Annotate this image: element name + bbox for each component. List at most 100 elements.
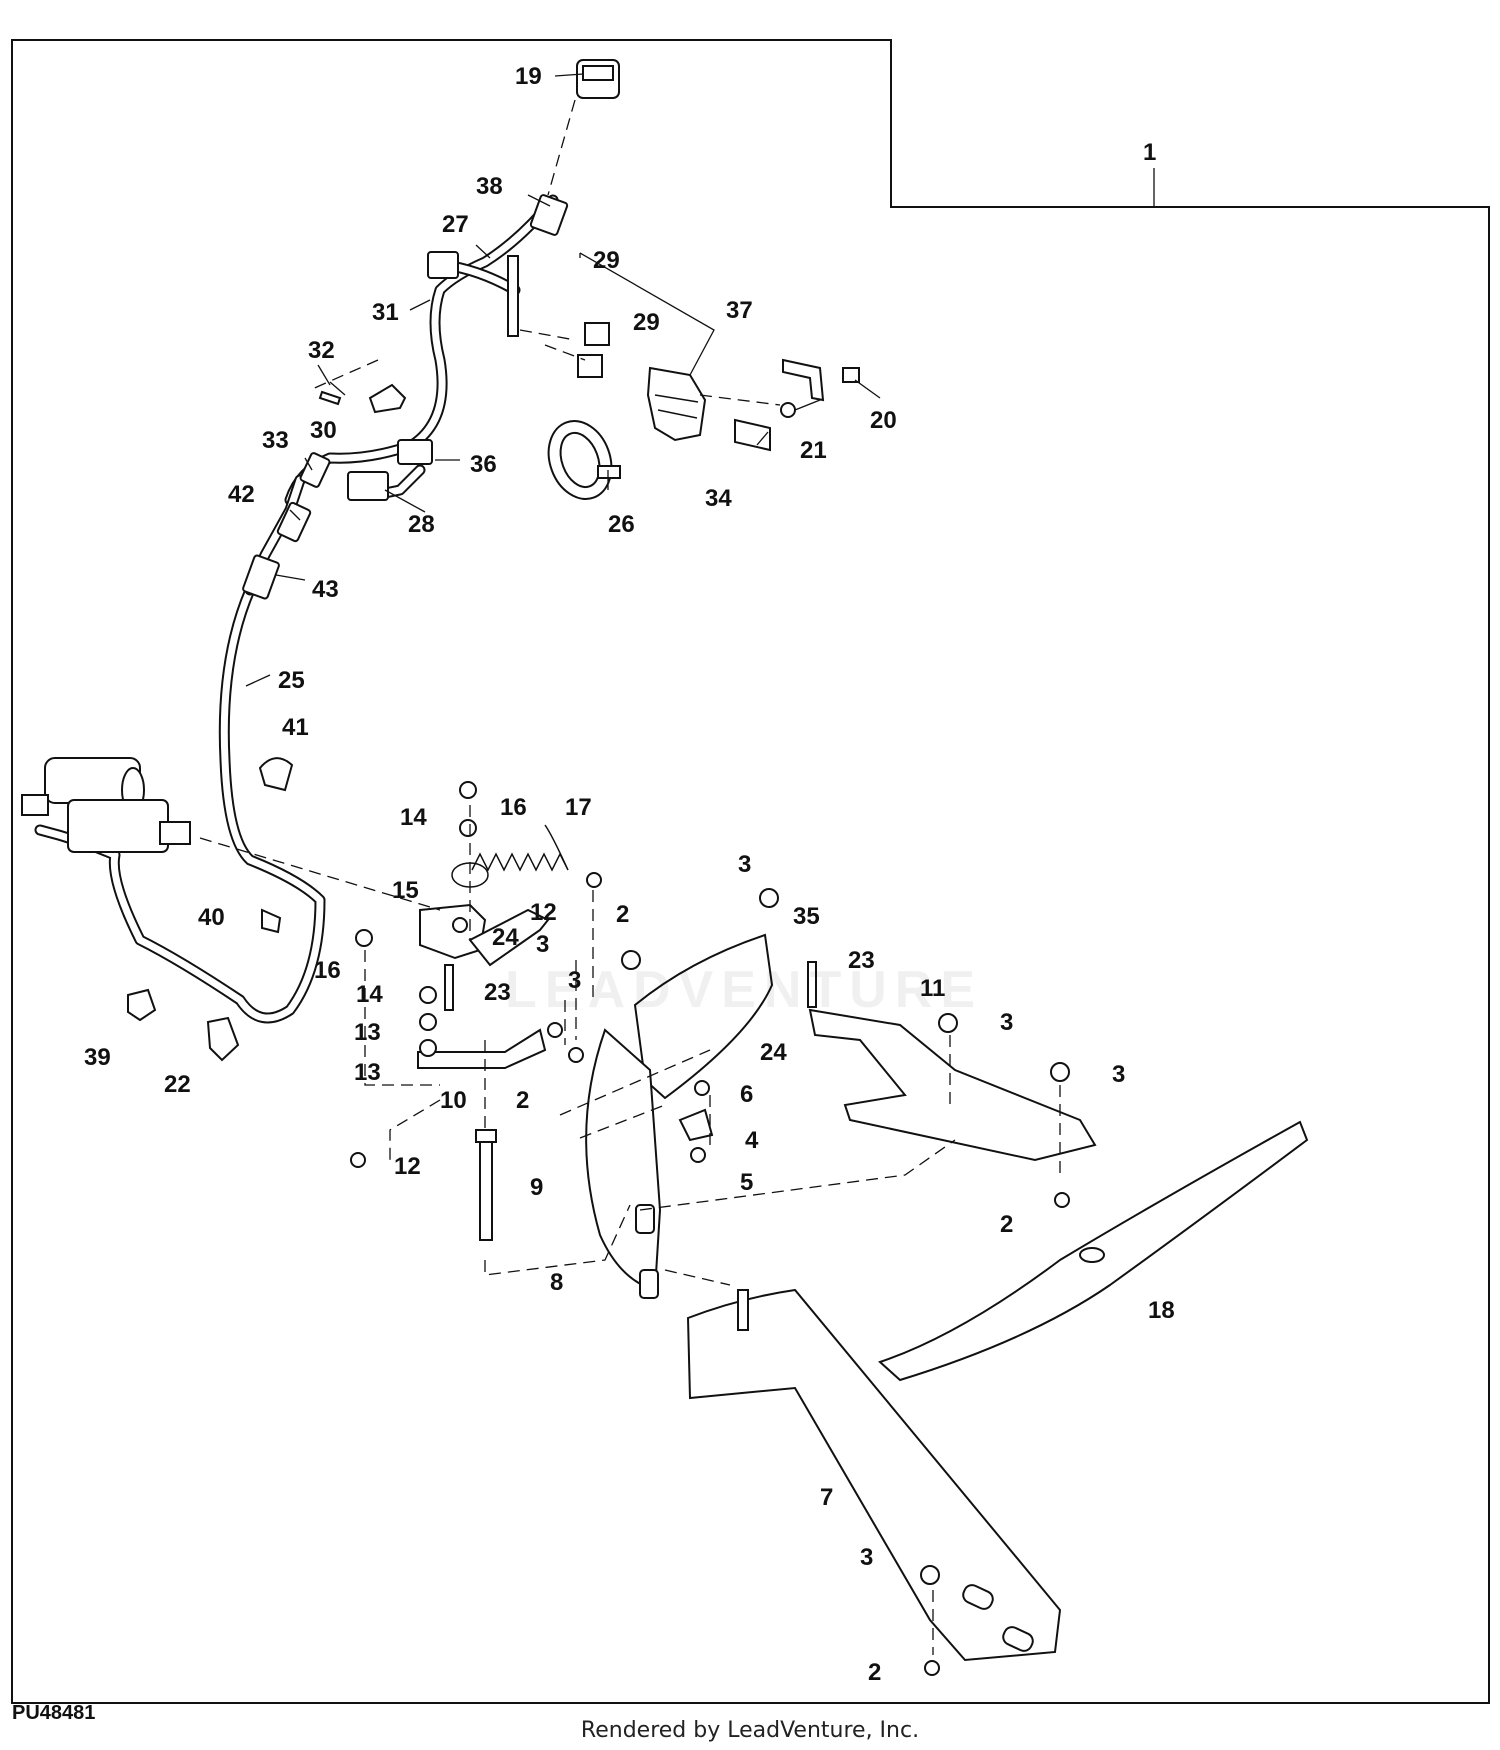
callout-43: 43 [312,576,339,603]
callout-3e: 3 [1112,1061,1125,1088]
callout-29a: 29 [593,247,620,274]
callout-3f: 3 [860,1544,873,1571]
callout-4: 4 [745,1127,759,1154]
callout-14b: 14 [356,981,383,1008]
clip-32 [318,390,342,406]
callout-23b: 23 [484,979,511,1006]
leader-lines [245,73,1155,687]
callout-13b: 13 [354,1059,381,1086]
callout-16a: 16 [500,794,527,821]
callout-37: 37 [726,297,753,324]
callout-2b: 2 [516,1087,529,1114]
callout-3c: 3 [568,967,581,994]
connector-33 [299,452,331,488]
callout-30: 30 [310,417,337,444]
callout-19: 19 [515,63,542,90]
callout-15: 15 [392,877,419,904]
callout-2a: 2 [616,901,629,928]
callout-21: 21 [800,437,827,464]
clip-20 [842,367,860,383]
callout-labels: 1 19 38 27 31 29 29 37 32 30 20 21 33 36… [84,63,1175,1686]
callout-28: 28 [408,511,435,538]
callout-29b: 29 [633,309,660,336]
bracket-11 [808,1008,1097,1162]
callout-2d: 2 [868,1659,881,1686]
callout-2c: 2 [1000,1211,1013,1238]
connector-36 [397,439,433,465]
callout-10: 10 [440,1087,467,1114]
callout-22: 22 [164,1071,191,1098]
linear-actuator [21,757,191,853]
callout-39: 39 [84,1044,111,1071]
callout-31: 31 [372,299,399,326]
callout-11: 11 [920,975,945,1002]
callout-23a: 23 [848,947,875,974]
callout-24b: 24 [760,1039,787,1066]
callout-40: 40 [198,904,225,931]
callout-16b: 16 [314,957,341,984]
connector-28 [347,471,389,501]
callout-6: 6 [740,1081,753,1108]
callout-12a: 12 [530,899,557,926]
callout-3a: 3 [738,851,751,878]
callout-18: 18 [1148,1297,1175,1324]
bracket-15 [419,903,487,960]
callout-3b: 3 [536,931,549,958]
bracket-4 [678,1108,714,1142]
callout-26: 26 [608,511,635,538]
clip-34 [734,418,771,452]
callout-42: 42 [228,481,255,508]
callout-38: 38 [476,173,503,200]
shield-35 [633,933,774,1100]
connector-38 [529,194,569,236]
baffle-8 [585,1028,662,1292]
grommet-41 [258,757,294,792]
assembly-frame [11,39,1490,1704]
callout-32: 32 [308,337,335,364]
relay-29-upper [584,322,610,346]
callout-41: 41 [282,714,309,741]
callout-5: 5 [740,1169,753,1196]
callout-12b: 12 [394,1153,421,1180]
callout-27: 27 [442,211,469,238]
callout-24a: 24 [492,924,519,951]
callout-14a: 14 [400,804,427,831]
callout-34: 34 [705,485,732,512]
clip-40 [261,908,282,934]
wiring-harness [34,194,559,1024]
callout-3d: 3 [1000,1009,1013,1036]
fasteners [350,781,1070,1676]
rod-9 [479,1139,493,1241]
bracket-20 [782,358,825,402]
plate-10 [417,1028,547,1069]
deflector-7 [686,1288,1062,1662]
clamp-22 [206,1016,240,1062]
watermark: LEADVENTURE [505,961,984,1019]
arm-linkage [468,908,550,967]
connector-31 [427,251,459,279]
callout-35: 35 [793,903,820,930]
callout-17: 17 [565,794,592,821]
terminal-block [507,255,519,337]
connector-43 [242,554,280,600]
callout-8: 8 [550,1269,563,1296]
assembly-lines [199,99,1061,1655]
connector-42 [276,501,312,543]
callout-7: 7 [820,1484,833,1511]
callout-13a: 13 [354,1019,381,1046]
callout-33: 33 [262,427,289,454]
relay-29-lower [577,354,603,378]
clamp-39 [127,988,157,1022]
module-37 [646,366,707,442]
callout-36: 36 [470,451,497,478]
callout-25: 25 [278,667,305,694]
switch-30 [368,383,407,414]
callout-1: 1 [1143,139,1156,166]
callout-9: 9 [530,1174,543,1201]
render-credit: Rendered by LeadVenture, Inc. [580,1718,920,1743]
spring-17 [471,824,569,872]
figure-id: PU48481 [12,1702,96,1724]
bolt-21 [780,402,796,418]
callout-20: 20 [870,407,897,434]
